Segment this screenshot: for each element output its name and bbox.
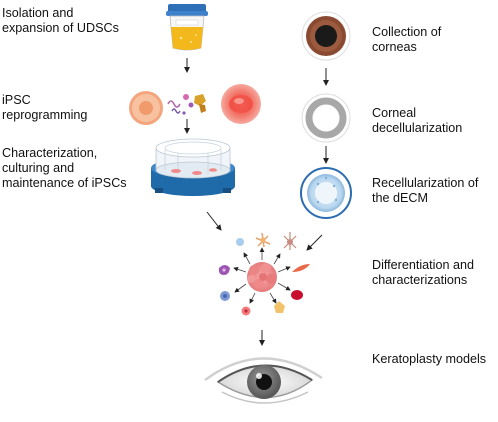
label-reprogramming: iPSC reprogramming [2, 93, 88, 122]
somatic-cell-icon [129, 91, 163, 125]
label-recellularization: Recellularization of the dECM [372, 176, 479, 205]
cornea-collected-icon [301, 11, 351, 61]
eye-icon [204, 357, 323, 404]
red-cell-icon [291, 290, 303, 300]
fibroblast-icon [292, 264, 310, 272]
cornea-decellularized-icon [301, 93, 351, 143]
epithelial-cell-icon [274, 301, 285, 313]
urine-container-icon [166, 4, 208, 51]
label-isolation: Isolation and expansion of UDSCs [2, 6, 119, 35]
arrow-6 [306, 234, 323, 251]
label-differentiation: Differentiation and characterizations [372, 258, 474, 287]
ipsc-cell-icon [221, 84, 261, 124]
differentiated-cells [218, 232, 310, 316]
label-collection: Collection of corneas [372, 25, 442, 54]
label-characterization: Characterization, culturing and maintena… [2, 146, 127, 190]
label-decellularization: Corneal decellularization [372, 106, 463, 135]
culture-dish-icon [151, 138, 235, 196]
differentiation-arrows [233, 247, 291, 304]
label-keratoplasty: Keratoplasty models [372, 352, 487, 366]
cornea-recellularized-icon [300, 167, 352, 219]
arrow-5 [206, 211, 222, 231]
cell-lightblue-icon [236, 238, 244, 246]
organoid-icon [247, 262, 277, 292]
reprogramming-factors-icon [167, 94, 206, 115]
